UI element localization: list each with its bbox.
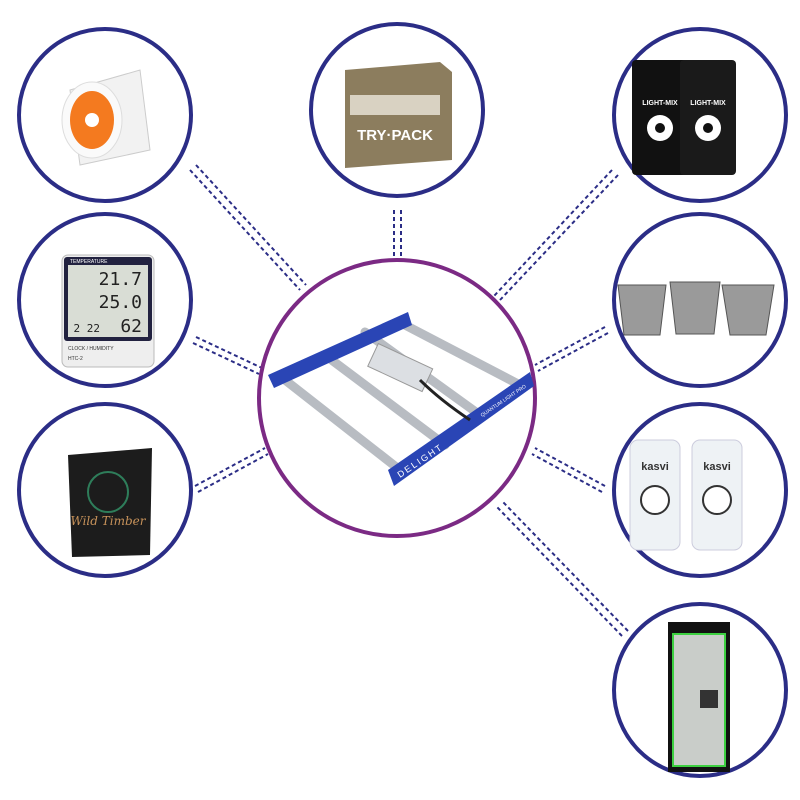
item-timers: kasvi kasvi [612,402,788,578]
seed-pouch-icon: Wild Timber [68,448,152,557]
item-trypack: TRY·PACK [309,22,485,198]
grow-tent-icon [668,622,730,772]
connector-soil [493,169,619,301]
connector-bag [194,447,269,493]
thermo-model: HTC-2 [68,356,83,362]
soil-label-1: LIGHT-MIX [642,100,678,107]
thermo-humidity: 62 [120,316,142,337]
timer-brand-2: kasvi [703,461,731,473]
timers-icon: kasvi kasvi [629,439,743,551]
item-tent [612,602,788,778]
connector-fan [189,164,307,291]
thermo-hygrometer-icon: TEMPERATURE 21.7 25.0 2 22 62 CLOCK / HU… [61,254,155,368]
item-seed-bag: Wild Timber [17,402,193,578]
pots-icon [617,281,775,336]
connector-timers [531,447,606,493]
center-grow-light: DELIGHT QUANTUM LIGHT PRO [257,258,537,538]
fan-icon [61,69,151,166]
trypack-label: TRY·PACK [357,127,433,144]
thermo-bottom-text: CLOCK / HUMIDITY [68,346,114,352]
timer-brand-1: kasvi [641,461,669,473]
item-soil: LIGHT-MIX LIGHT-MIX [612,27,788,203]
connector-thermometer [192,336,263,375]
thermo-clock: 2 22 [74,322,101,335]
trypack-box-icon: TRY·PACK [345,62,452,168]
connector-trypack [393,210,402,258]
connector-tent [495,500,629,637]
item-thermometer: TEMPERATURE 21.7 25.0 2 22 62 CLOCK / HU… [17,212,193,388]
thermo-temp-1: 21.7 [99,269,142,290]
soil-bags-icon: LIGHT-MIX LIGHT-MIX [632,60,736,175]
connector-pots [534,326,609,372]
connectors [189,164,629,637]
soil-label-2: LIGHT-MIX [690,100,726,107]
seed-pouch-label: Wild Timber [70,514,146,528]
item-pots [612,212,788,388]
thermo-top-text: TEMPERATURE [70,259,108,265]
thermo-temp-2: 25.0 [99,292,142,313]
item-fan [17,27,193,203]
